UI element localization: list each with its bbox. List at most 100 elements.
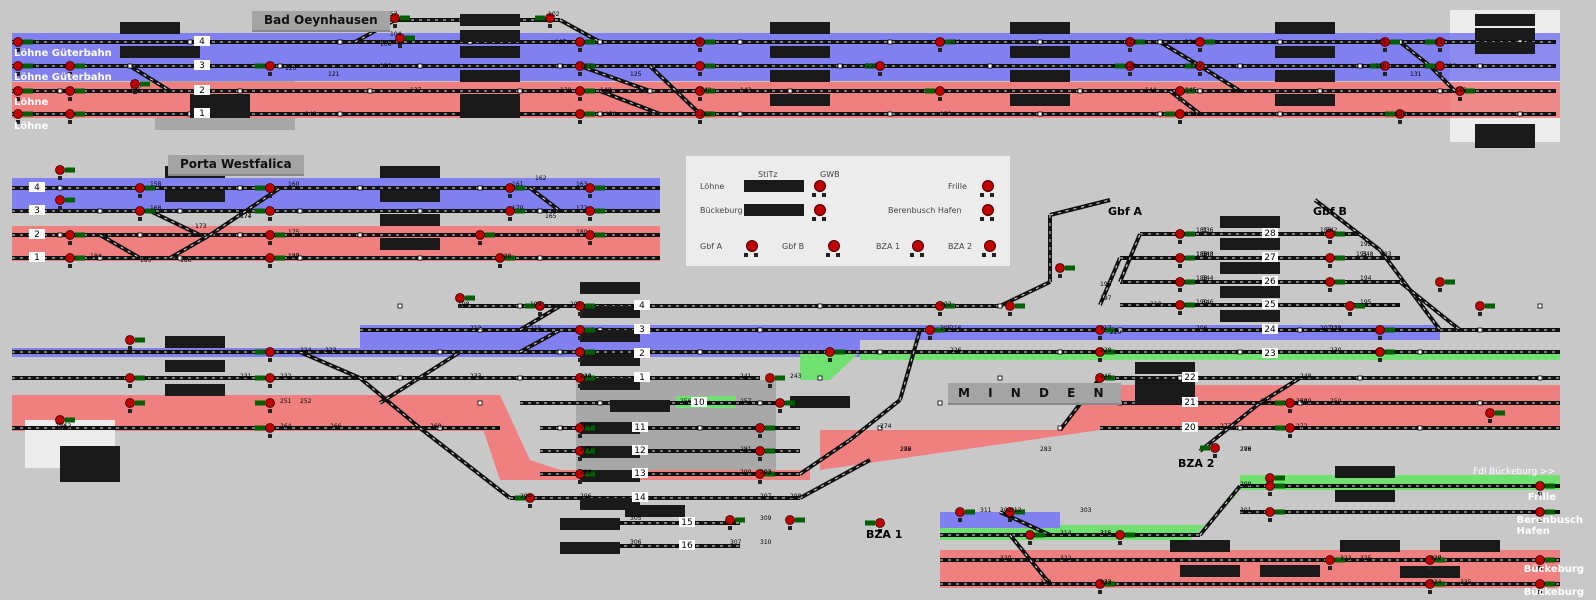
signal[interactable]	[1125, 37, 1146, 53]
signal[interactable]	[1425, 579, 1446, 595]
signal[interactable]	[1005, 507, 1026, 523]
signal[interactable]	[475, 230, 496, 246]
signal[interactable]	[390, 13, 411, 29]
signal[interactable]	[1275, 398, 1295, 414]
signal[interactable]	[1055, 263, 1076, 279]
signal[interactable]	[695, 109, 716, 125]
signal[interactable]	[13, 86, 34, 102]
signal[interactable]	[1425, 555, 1446, 571]
signal[interactable]	[125, 335, 146, 351]
signal[interactable]	[13, 37, 34, 53]
signal[interactable]	[525, 301, 545, 317]
signal[interactable]	[535, 13, 555, 29]
signal[interactable]	[125, 398, 146, 414]
signal[interactable]	[495, 253, 516, 269]
signal[interactable]	[1175, 253, 1196, 269]
signal[interactable]	[755, 446, 776, 462]
signal[interactable]	[1185, 61, 1205, 77]
signal[interactable]	[130, 79, 151, 95]
signal[interactable]	[1175, 277, 1196, 293]
signal[interactable]	[935, 37, 956, 53]
signal[interactable]	[575, 347, 596, 363]
panel-button-bueckeburg[interactable]	[814, 204, 826, 216]
signal[interactable]	[575, 109, 596, 125]
signal[interactable]	[1165, 109, 1185, 125]
signal[interactable]	[1535, 555, 1556, 571]
signal[interactable]	[865, 518, 885, 534]
signal[interactable]	[65, 230, 86, 246]
signal[interactable]	[1345, 301, 1366, 317]
signal[interactable]	[1380, 37, 1401, 53]
signal[interactable]	[1435, 277, 1456, 293]
signal[interactable]	[255, 61, 275, 77]
signal[interactable]	[575, 373, 596, 389]
signal[interactable]	[1325, 229, 1346, 245]
signal[interactable]	[135, 206, 156, 222]
signal[interactable]	[65, 253, 86, 269]
signal[interactable]	[1475, 301, 1496, 317]
signal[interactable]	[55, 165, 76, 181]
signal[interactable]	[1425, 37, 1445, 53]
signal[interactable]	[865, 61, 885, 77]
signal[interactable]	[1375, 347, 1396, 363]
signal[interactable]	[575, 301, 596, 317]
signal[interactable]	[575, 446, 596, 462]
panel-button-bza-1[interactable]	[912, 240, 924, 252]
panel-button-bza-2[interactable]	[984, 240, 996, 252]
signal[interactable]	[65, 86, 86, 102]
signal[interactable]	[755, 469, 776, 485]
signal[interactable]	[585, 206, 606, 222]
signal[interactable]	[785, 515, 806, 531]
signal[interactable]	[1200, 443, 1220, 459]
panel-button-frille[interactable]	[982, 180, 994, 192]
signal[interactable]	[55, 195, 76, 211]
signal[interactable]	[1095, 579, 1116, 595]
signal[interactable]	[1385, 109, 1405, 125]
signal[interactable]	[1175, 86, 1196, 102]
signal[interactable]	[925, 325, 946, 341]
signal[interactable]	[395, 33, 416, 49]
signal[interactable]	[1535, 481, 1556, 497]
signal[interactable]	[695, 86, 716, 102]
signal[interactable]	[1485, 408, 1506, 424]
signal[interactable]	[1265, 507, 1286, 523]
signal[interactable]	[1265, 481, 1286, 497]
signal[interactable]	[695, 61, 716, 77]
signal[interactable]	[1370, 61, 1390, 77]
signal[interactable]	[955, 507, 976, 523]
panel-button-berenbusch[interactable]	[982, 204, 994, 216]
signal[interactable]	[575, 86, 596, 102]
signal[interactable]	[1375, 325, 1396, 341]
signal[interactable]	[1455, 86, 1476, 102]
signal[interactable]	[1175, 229, 1196, 245]
signal[interactable]	[765, 373, 786, 389]
signal[interactable]	[925, 86, 945, 102]
signal[interactable]	[935, 301, 956, 317]
signal[interactable]	[1005, 301, 1026, 317]
signal[interactable]	[1195, 37, 1216, 53]
signal[interactable]	[55, 415, 76, 431]
signal[interactable]	[455, 293, 476, 309]
signal[interactable]	[1325, 253, 1346, 269]
signal[interactable]	[825, 347, 846, 363]
signal[interactable]	[265, 230, 286, 246]
signal[interactable]	[65, 61, 86, 77]
signal[interactable]	[695, 37, 716, 53]
signal[interactable]	[575, 37, 596, 53]
signal[interactable]	[255, 183, 275, 199]
signal[interactable]	[505, 183, 526, 199]
signal[interactable]	[13, 61, 34, 77]
signal[interactable]	[575, 61, 596, 77]
signal[interactable]	[585, 230, 606, 246]
signal[interactable]	[775, 398, 796, 414]
signal[interactable]	[515, 493, 535, 509]
signal[interactable]	[1275, 423, 1295, 439]
signal[interactable]	[255, 398, 275, 414]
signal[interactable]	[575, 423, 596, 439]
signal[interactable]	[755, 423, 776, 439]
signal[interactable]	[1325, 277, 1346, 293]
signal[interactable]	[255, 347, 275, 363]
signal[interactable]	[1025, 530, 1046, 546]
signal[interactable]	[65, 109, 86, 125]
signal[interactable]	[1095, 325, 1116, 341]
